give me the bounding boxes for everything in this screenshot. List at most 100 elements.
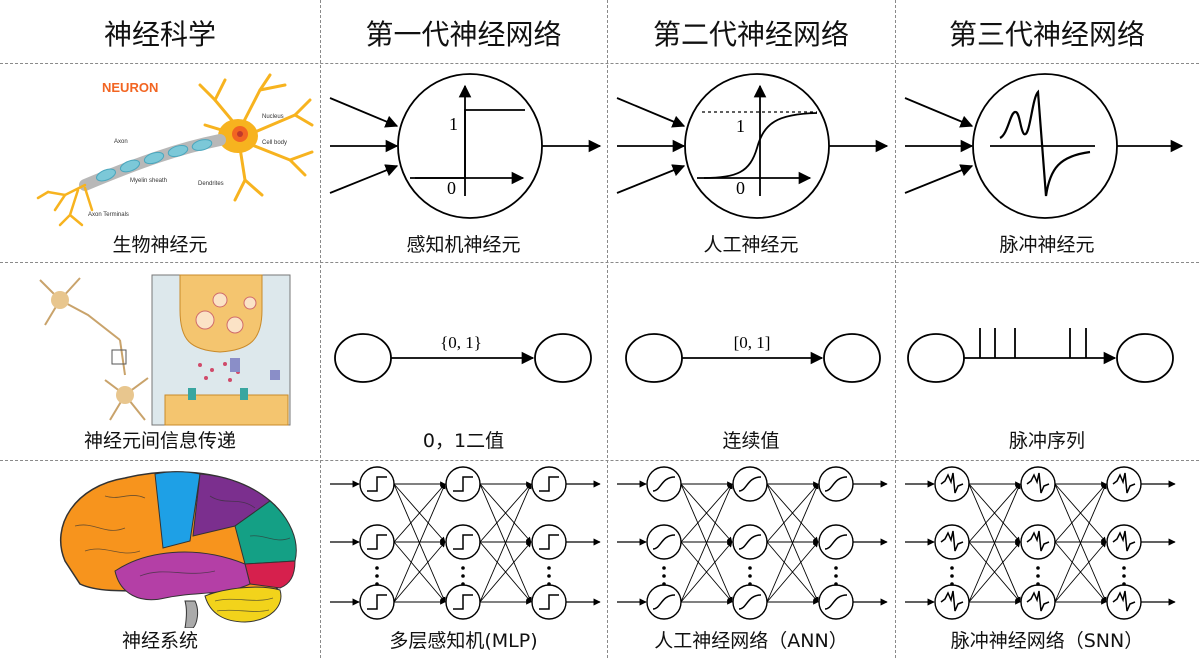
network-node — [818, 584, 854, 620]
svg-text:Myelin sheath: Myelin sheath — [130, 178, 167, 184]
row-divider-2 — [0, 262, 1199, 263]
activation-glyph — [824, 476, 848, 492]
artificial-neuron-diagram: 1 0 — [616, 73, 889, 219]
network-node — [1020, 524, 1056, 560]
snn-network-diagram — [905, 466, 1176, 620]
activation-glyph — [453, 476, 473, 492]
column-divider-3 — [895, 0, 896, 658]
caption-biological-neuron: 生物神经元 — [112, 234, 208, 256]
ellipsis-dot — [547, 582, 551, 586]
connection-edge — [968, 483, 1021, 603]
network-node — [646, 524, 682, 560]
connection-edge — [1054, 483, 1107, 603]
caption-artificial-neuron: 人工神经元 — [703, 234, 799, 256]
header-first-generation: 第一代神经网络 — [365, 18, 562, 51]
activation-glyph — [1026, 530, 1050, 552]
ellipsis-dot — [834, 566, 838, 570]
ellipsis-dot — [1122, 574, 1126, 578]
svg-text:Dendrites: Dendrites — [198, 181, 224, 187]
activation-glyph — [940, 590, 964, 612]
ellipsis-dot — [748, 582, 752, 586]
activation-glyph — [738, 534, 762, 550]
header-third-generation: 第三代神经网络 — [948, 18, 1145, 51]
ellipsis-dot — [662, 566, 666, 570]
connection-edge — [680, 483, 733, 603]
network-node — [934, 466, 970, 502]
connection-edge — [479, 541, 532, 603]
activation-glyph — [824, 534, 848, 550]
activation-glyph — [539, 594, 559, 610]
activation-glyph — [367, 594, 387, 610]
caption-nervous-system: 神经系统 — [121, 630, 198, 652]
caption-spiking-neuron: 脉冲神经元 — [999, 234, 1095, 256]
ellipsis-dot — [1036, 566, 1040, 570]
ellipsis-dot — [1036, 574, 1040, 578]
caption-mlp: 多层感知机(MLP) — [389, 630, 538, 652]
synaptic-transmission-illustration — [39, 274, 291, 426]
network-node — [732, 524, 768, 560]
network-node — [818, 524, 854, 560]
binary-transmission-diagram: {0, 1} — [334, 333, 592, 383]
network-node — [732, 466, 768, 502]
connection-edge — [766, 541, 819, 603]
svg-text:1: 1 — [736, 116, 745, 136]
activation-glyph — [1112, 472, 1136, 494]
ellipsis-dot — [547, 574, 551, 578]
network-node — [646, 584, 682, 620]
connection-edge — [680, 541, 733, 603]
activation-glyph — [453, 594, 473, 610]
activation-glyph — [539, 476, 559, 492]
caption-spike-train: 脉冲序列 — [1008, 430, 1085, 452]
header-neuroscience: 神经科学 — [103, 18, 216, 51]
connection-edge — [968, 541, 1021, 603]
ellipsis-dot — [662, 574, 666, 578]
activation-glyph — [738, 476, 762, 492]
activation-glyph — [453, 534, 473, 550]
activation-glyph — [367, 476, 387, 492]
svg-text:Axon Terminals: Axon Terminals — [88, 212, 129, 218]
column-divider-2 — [607, 0, 608, 658]
activation-glyph — [1112, 590, 1136, 612]
network-node — [1106, 466, 1142, 502]
ellipsis-dot — [375, 574, 379, 578]
caption-snn: 脉冲神经网络（SNN） — [950, 630, 1144, 652]
connection-edge — [393, 541, 446, 603]
ellipsis-dot — [375, 582, 379, 586]
ellipsis-dot — [375, 566, 379, 570]
row-divider-1 — [0, 63, 1199, 64]
caption-synaptic-transmission: 神经元间信息传递 — [83, 430, 236, 452]
ellipsis-dot — [461, 582, 465, 586]
activation-glyph — [940, 472, 964, 494]
ellipsis-dot — [662, 582, 666, 586]
activation-glyph — [652, 476, 676, 492]
connection-edge — [766, 483, 819, 543]
caption-perceptron-neuron: 感知机神经元 — [406, 234, 521, 256]
spike-train-diagram — [907, 328, 1174, 383]
ellipsis-dot — [1122, 566, 1126, 570]
activation-glyph — [539, 534, 559, 550]
continuous-transmission-diagram: [0, 1] — [625, 333, 881, 383]
connection-edge — [680, 483, 733, 543]
activation-glyph — [738, 594, 762, 610]
activation-glyph — [1112, 530, 1136, 552]
connection-edge — [393, 483, 446, 603]
svg-text:Axon: Axon — [114, 139, 128, 145]
activation-glyph — [367, 534, 387, 550]
network-node — [1106, 584, 1142, 620]
ellipsis-dot — [547, 566, 551, 570]
connection-edge — [1054, 541, 1107, 603]
ellipsis-dot — [748, 574, 752, 578]
network-node — [732, 584, 768, 620]
activation-glyph — [1026, 472, 1050, 494]
connection-edge — [393, 483, 446, 543]
ellipsis-dot — [461, 574, 465, 578]
network-node — [646, 466, 682, 502]
header-second-generation: 第二代神经网络 — [652, 18, 849, 51]
svg-text:Cell body: Cell body — [262, 140, 287, 146]
activation-glyph — [824, 594, 848, 610]
brain-illustration — [60, 471, 297, 628]
svg-text:{0, 1}: {0, 1} — [440, 333, 482, 352]
activation-glyph — [1026, 590, 1050, 612]
caption-ann: 人工神经网络（ANN） — [654, 630, 848, 652]
network-node — [934, 584, 970, 620]
